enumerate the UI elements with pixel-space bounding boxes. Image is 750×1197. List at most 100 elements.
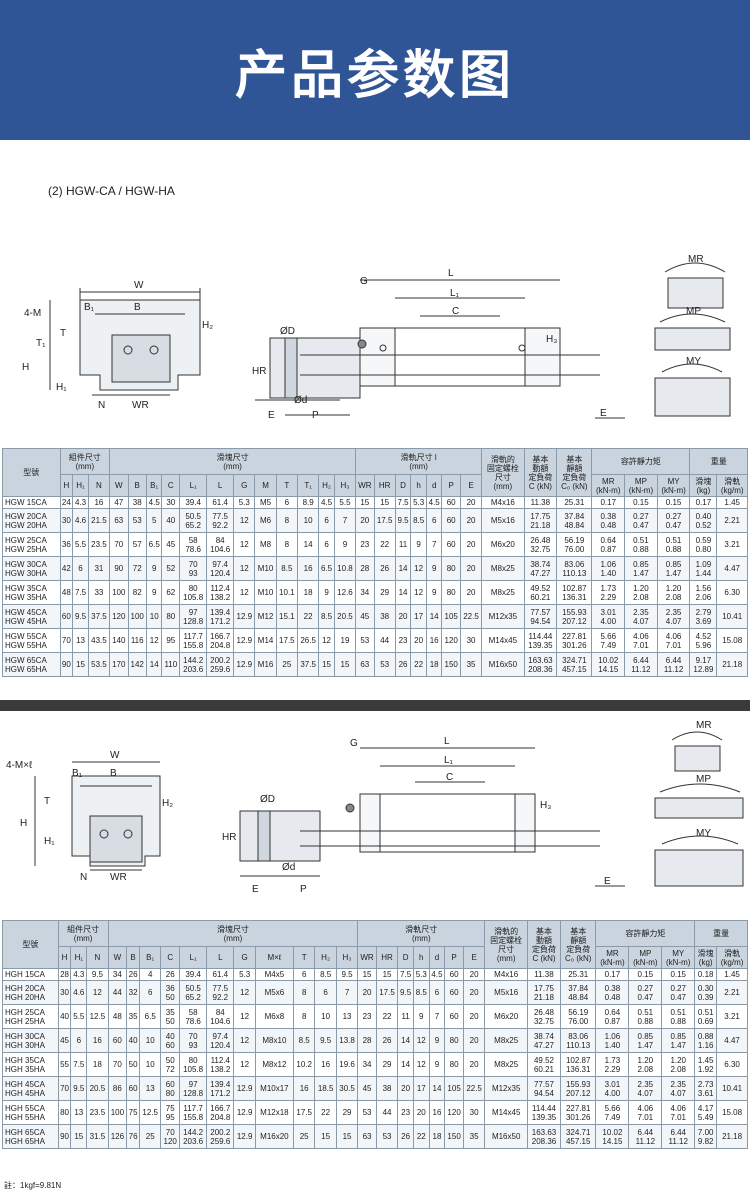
table-cell: 6.5	[145, 532, 163, 557]
table-cell: 31	[87, 556, 111, 581]
table-cell: 39.4	[178, 968, 208, 981]
table-cell: 14	[296, 532, 320, 557]
table-cell: 8	[275, 532, 298, 557]
table-cell: 2.21	[716, 508, 748, 533]
table-cell: 18	[86, 1052, 109, 1077]
table-cell: 20	[459, 508, 483, 533]
table-cell: 20	[462, 1052, 486, 1077]
table-cell: 75	[126, 1100, 140, 1125]
table-cell: M12x35	[484, 1076, 529, 1101]
table-cell: 3.21	[716, 1004, 748, 1029]
table-cell: 100	[109, 580, 129, 605]
table-cell: 26	[160, 968, 180, 981]
table-cell: 60	[441, 532, 461, 557]
table-cell: 43.5	[87, 628, 111, 653]
table-cell: 20	[462, 980, 486, 1005]
table-cell: 14	[397, 1052, 414, 1077]
table-cell: 12.9	[233, 652, 256, 677]
table-cell: 13	[70, 1100, 88, 1125]
table-cell: 5.5	[70, 1004, 88, 1029]
dim-wr-label: WR	[132, 400, 149, 411]
table-cell: 17.5	[275, 628, 298, 653]
table-cell: 53	[127, 508, 147, 533]
table-cell: 70	[109, 532, 129, 557]
table-cell: 14	[394, 556, 412, 581]
table-cell: 25	[138, 1124, 162, 1149]
table-cell: 21.18	[716, 1124, 748, 1149]
table-cell: 45	[357, 1076, 377, 1101]
table-cell: 4	[138, 968, 162, 981]
table-cell: 12	[233, 532, 256, 557]
table-cell: 3.21	[716, 532, 748, 557]
table-cell: 17.5	[292, 1100, 316, 1125]
table-cell: 9	[425, 556, 443, 581]
table-cell: M14x45	[481, 628, 525, 653]
table-cell: M10	[254, 556, 277, 581]
table-cell: 5.3	[233, 968, 256, 981]
table-cell: 17.5	[375, 980, 399, 1005]
table-cell: 150	[441, 652, 461, 677]
table-cell: 6	[138, 980, 162, 1005]
table-cell: 23	[397, 1100, 414, 1125]
table-cell: 10.8	[333, 556, 357, 581]
table-cell: 8	[292, 980, 316, 1005]
table-cell: 15	[314, 1124, 337, 1149]
table-cell: 16	[314, 1052, 337, 1077]
table-cell: 25	[292, 1124, 316, 1149]
table-cell: HGW 15CA	[2, 496, 61, 509]
dim-e2-label: E	[600, 408, 607, 419]
table-cell: 28	[57, 968, 72, 981]
table-cell: 16	[296, 556, 320, 581]
table-cell: 6	[425, 508, 443, 533]
table-cell: 52	[161, 556, 181, 581]
table-cell: 22.5	[459, 604, 483, 629]
title-banner: 产品参数图	[0, 0, 750, 140]
table-cell: 5	[145, 508, 163, 533]
table-cell: 13	[335, 1004, 359, 1029]
table-cell: 39.4	[179, 496, 208, 509]
table-cell: 6	[318, 508, 335, 533]
table-cell: 0.15	[656, 496, 691, 509]
page-title: 产品参数图	[234, 45, 515, 106]
sub-header: P	[441, 474, 461, 497]
table-cell: 15.08	[716, 628, 748, 653]
table-cell: 12.9	[233, 1076, 256, 1101]
table-cell: 35	[462, 1124, 486, 1149]
moment-header: MR(kN-m)	[595, 946, 630, 969]
dim-hr-label-2: HR	[222, 832, 236, 843]
table-cell: 19.6	[335, 1052, 359, 1077]
dim-n-label: N	[98, 400, 105, 411]
table-cell: 22	[412, 1124, 430, 1149]
table-cell: M4x16	[484, 968, 529, 981]
dim-b1-label: B₁	[84, 302, 95, 313]
sub-header: B₁	[145, 474, 163, 497]
table-cell: 28	[355, 556, 375, 581]
table-cell: M10x17	[254, 1076, 294, 1101]
table-cell: 44	[375, 1100, 399, 1125]
dim-wr-label-2: WR	[110, 872, 127, 883]
table-cell: 8.5	[314, 968, 337, 981]
table-cell: M6x20	[484, 1004, 529, 1029]
table-cell: 8	[292, 1004, 316, 1029]
table-cell: 9	[428, 1052, 446, 1077]
sub-header: H₃	[335, 946, 359, 969]
table-cell: 53	[373, 652, 396, 677]
weight-header: 滑軌(kg/m)	[716, 946, 748, 969]
table-cell: 20.5	[333, 604, 357, 629]
dim-h1-label-2: H₁	[44, 836, 55, 847]
